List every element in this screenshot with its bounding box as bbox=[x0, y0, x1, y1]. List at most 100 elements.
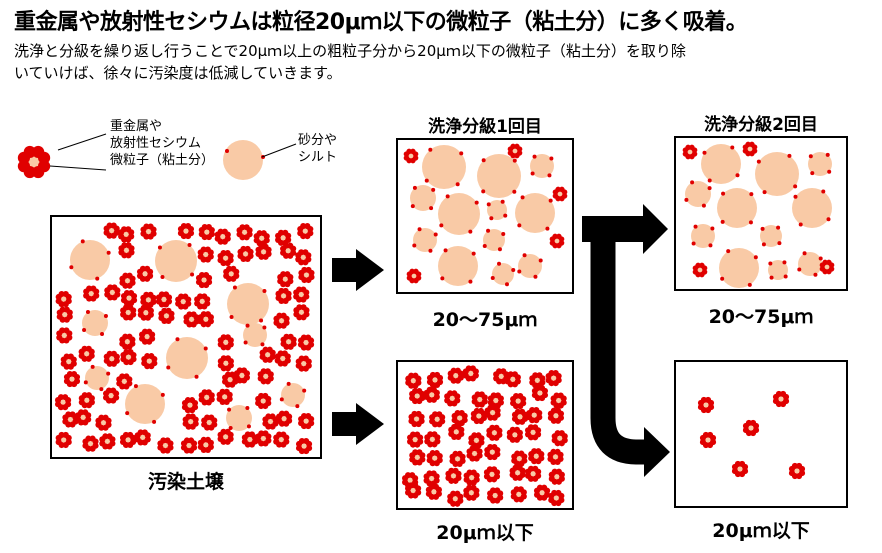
contaminant-dot bbox=[519, 418, 526, 425]
contaminant-dot bbox=[267, 371, 274, 378]
contaminant-dot bbox=[534, 384, 541, 392]
contaminant-dot bbox=[224, 231, 231, 238]
contaminant-dot bbox=[532, 434, 539, 441]
contaminant-dot bbox=[549, 240, 556, 246]
contaminant-dot bbox=[262, 288, 267, 293]
contaminant-dot bbox=[417, 227, 422, 232]
contaminant-dot bbox=[293, 293, 300, 300]
contaminant-dot bbox=[440, 276, 445, 281]
contaminant-dot bbox=[449, 457, 456, 465]
contaminant-dot bbox=[531, 448, 538, 455]
contaminant-dot bbox=[307, 225, 314, 233]
contaminant-dot bbox=[484, 411, 491, 418]
contaminant-dot bbox=[749, 150, 755, 157]
contaminant-dot bbox=[548, 475, 555, 482]
contaminant-dot bbox=[296, 286, 303, 293]
contaminant-dot bbox=[119, 279, 126, 286]
coarse-particle bbox=[166, 337, 208, 379]
coarse-particle bbox=[685, 181, 711, 207]
contaminant-dot bbox=[295, 445, 303, 452]
contaminant-dot bbox=[561, 433, 568, 440]
contaminant-dot bbox=[431, 441, 438, 448]
contaminant-dot bbox=[471, 251, 476, 256]
contaminant-dot bbox=[253, 237, 260, 244]
contaminant-dot bbox=[450, 367, 457, 374]
contaminant-dot bbox=[501, 232, 506, 237]
contaminant-dot bbox=[547, 455, 554, 463]
contaminant-dot bbox=[412, 151, 419, 157]
contaminant-dot bbox=[283, 333, 290, 340]
contaminant-dot bbox=[119, 340, 126, 347]
contaminant-dot bbox=[120, 297, 128, 304]
contaminant-dot bbox=[119, 373, 126, 380]
contaminant-dot bbox=[797, 267, 802, 272]
contaminant-dot bbox=[520, 395, 527, 403]
contaminant-dot bbox=[186, 311, 193, 318]
contaminant-dot bbox=[258, 392, 265, 399]
contaminant-dot bbox=[762, 190, 767, 195]
contaminant-dot bbox=[62, 441, 69, 449]
contaminant-dot bbox=[412, 492, 419, 499]
coarse-particle bbox=[492, 263, 514, 285]
coarse-particle bbox=[422, 145, 466, 189]
contaminant-dot bbox=[78, 399, 85, 406]
contaminant-dot bbox=[277, 350, 284, 357]
legend-leader-sand bbox=[261, 143, 297, 158]
description: 洗浄と分級を繰り返し行うことで20μｍ以上の粗粒子分から20μｍ以下の微粒子（粘… bbox=[14, 40, 874, 84]
contaminant-dot bbox=[106, 371, 111, 376]
contaminant-dot bbox=[88, 348, 95, 355]
contaminant-dot bbox=[201, 223, 208, 231]
contaminant-dot bbox=[726, 249, 731, 254]
contaminant-dot bbox=[463, 491, 470, 498]
contaminant-dot bbox=[791, 462, 798, 470]
contaminant-dot bbox=[493, 375, 500, 382]
contaminant-dot bbox=[426, 386, 433, 393]
contaminant-dot bbox=[141, 360, 148, 367]
contaminant-dot bbox=[682, 151, 689, 157]
contaminant-dot bbox=[204, 446, 211, 453]
coarse-particle bbox=[768, 260, 788, 280]
contaminant-dot bbox=[106, 443, 113, 450]
contaminant-dot bbox=[90, 295, 97, 302]
contaminant-dot bbox=[290, 245, 297, 252]
contaminant-dot bbox=[486, 466, 493, 473]
contaminant-dot bbox=[56, 313, 63, 320]
contaminant-dot bbox=[772, 398, 780, 405]
contaminant-dot bbox=[285, 290, 292, 297]
contaminant-dot bbox=[200, 311, 207, 318]
contaminant-dot bbox=[507, 150, 514, 156]
contaminant-dot bbox=[63, 378, 70, 385]
contaminant-dot bbox=[408, 418, 415, 425]
contaminant-dot bbox=[102, 424, 109, 431]
contaminant-dot bbox=[110, 360, 117, 367]
contaminant-dot bbox=[720, 219, 725, 224]
contaminant-dot bbox=[255, 400, 262, 407]
contaminant-dot bbox=[220, 355, 227, 362]
contaminant-dot bbox=[511, 457, 518, 464]
contaminant-dot bbox=[507, 371, 514, 378]
contaminant-dot bbox=[116, 380, 123, 387]
contaminant-dot bbox=[431, 187, 436, 192]
contaminant-dot bbox=[248, 441, 256, 448]
stage2-coarse-label: 20～75μｍ bbox=[708, 306, 814, 328]
contaminant-dot bbox=[152, 419, 157, 424]
contaminant-dot bbox=[125, 252, 132, 259]
contaminant-dot bbox=[423, 477, 430, 484]
contaminant-dot bbox=[284, 281, 291, 288]
contaminant-dot bbox=[761, 242, 766, 247]
contaminant-dot bbox=[118, 233, 125, 240]
contaminant-dot bbox=[547, 173, 552, 178]
stage1-coarse-particles bbox=[403, 143, 568, 287]
contaminant-dot bbox=[224, 438, 231, 445]
contaminant-dot bbox=[423, 393, 430, 400]
contaminant-dot bbox=[484, 451, 491, 458]
contaminant-dot bbox=[305, 252, 312, 259]
contaminant-dot bbox=[530, 171, 535, 176]
contaminant-dot bbox=[146, 338, 153, 345]
contaminant-dot bbox=[776, 225, 781, 230]
contaminant-dot bbox=[205, 234, 212, 241]
contaminant-dot bbox=[63, 316, 70, 323]
contaminant-dot bbox=[454, 377, 461, 384]
contaminant-dot bbox=[745, 419, 752, 427]
contaminant-dot bbox=[164, 447, 171, 454]
